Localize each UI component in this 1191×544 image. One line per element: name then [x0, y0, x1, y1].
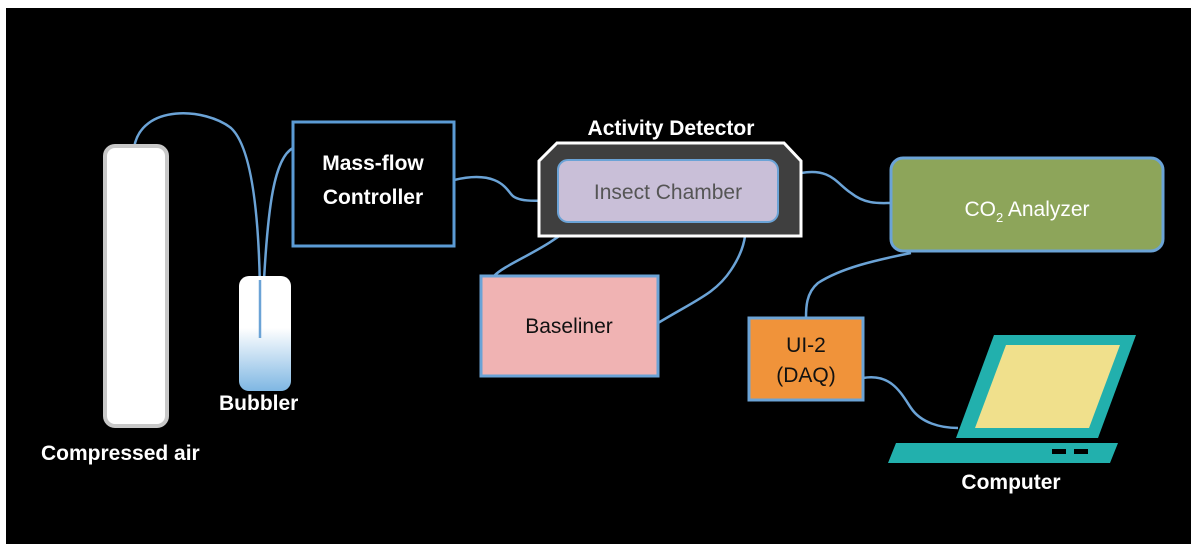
activity-detector-label: Activity Detector — [588, 117, 755, 140]
ui2-label-line2: (DAQ) — [776, 364, 836, 387]
ui2-label-line1: UI-2 — [786, 334, 826, 357]
tubing — [132, 112, 959, 430]
laptop-port-1 — [1052, 449, 1066, 454]
baseliner-box — [479, 274, 660, 378]
tube-bubbler-to-massflow — [262, 146, 294, 281]
insect-chamber-label: Insect Chamber — [594, 181, 742, 204]
co2-analyzer-box — [889, 156, 1165, 253]
tube-baseliner-to-chamber — [657, 222, 748, 325]
compressed-air-label: Compressed air — [41, 442, 200, 465]
mass-flow-label-line2: Controller — [323, 186, 423, 209]
computer-label: Computer — [961, 471, 1060, 494]
diagram-canvas: Compressed air Bubbler Mass-flow Control… — [6, 8, 1191, 544]
insect-chamber-box — [557, 159, 779, 223]
laptop-icon — [888, 335, 1136, 463]
bubbler-label: Bubbler — [219, 392, 298, 415]
ui2-daq-box — [747, 316, 865, 402]
flow-diagram: Compressed air Bubbler Mass-flow Control… — [41, 112, 1165, 494]
laptop-screen — [975, 345, 1120, 428]
laptop-base — [888, 443, 1118, 463]
compressed-air-cylinder — [103, 144, 169, 428]
tube-ui2-to-computer — [862, 375, 959, 430]
bubbler-bottle — [239, 276, 291, 391]
laptop-port-2 — [1074, 449, 1088, 454]
tube-detector-to-analyzer — [800, 170, 892, 205]
tube-cylinder-to-bubbler — [132, 112, 262, 339]
mass-flow-label-line1: Mass-flow — [322, 152, 424, 175]
co2-analyzer-label: CO2 Analyzer — [964, 198, 1089, 225]
tube-analyzer-to-ui2 — [804, 251, 912, 319]
mass-flow-controller-box — [291, 120, 456, 248]
baseliner-label: Baseliner — [525, 315, 613, 338]
